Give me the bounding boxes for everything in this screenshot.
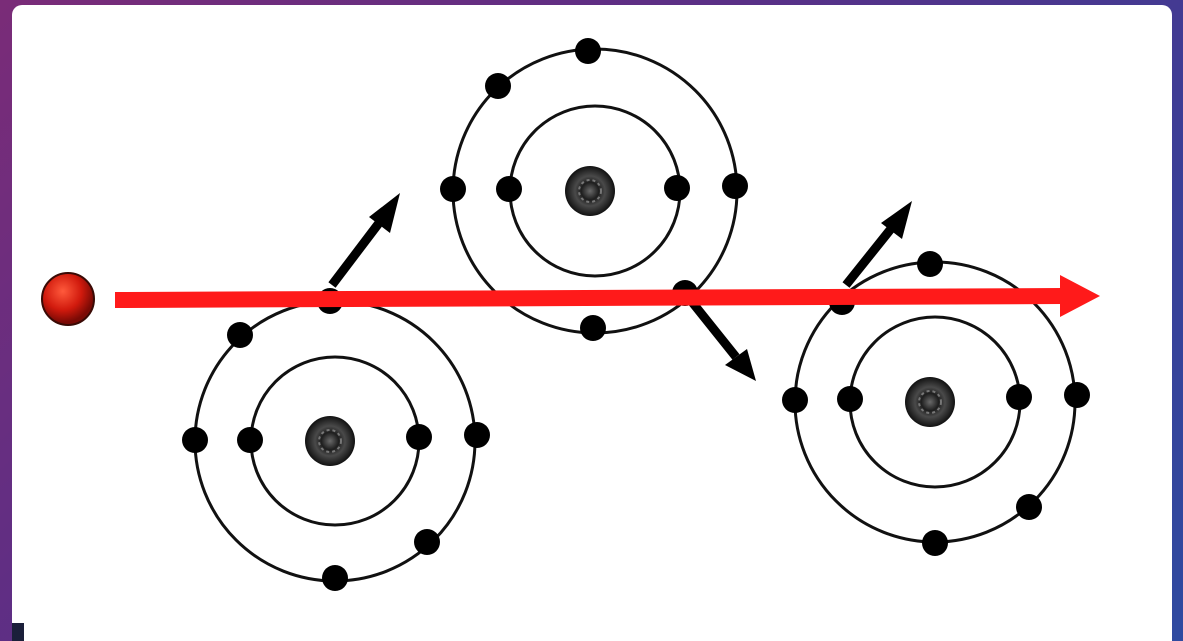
electron [406,424,432,450]
ejected-electron-arrow-center [688,297,756,381]
electron [1064,382,1090,408]
incident-particle [42,273,94,325]
corner-mark [12,623,24,641]
electron [917,251,943,277]
electron [322,565,348,591]
electron [485,73,511,99]
electron [782,387,808,413]
electron [580,315,606,341]
ionization-diagram [12,5,1172,641]
nucleus [305,416,355,466]
electron [837,386,863,412]
electron [182,427,208,453]
electron [922,530,948,556]
electron [227,322,253,348]
electron [237,427,263,453]
electron [464,422,490,448]
nucleus [905,377,955,427]
slide-canvas [12,5,1172,641]
electron [496,176,522,202]
atom-left [182,288,490,591]
ejected-electron-arrow-left [332,193,400,285]
electron [1006,384,1032,410]
incident-ray [115,275,1100,317]
electron [664,175,690,201]
electron [722,173,748,199]
electron [440,176,466,202]
electron [1016,494,1042,520]
nucleus [565,166,615,216]
electron [414,529,440,555]
electron [575,38,601,64]
